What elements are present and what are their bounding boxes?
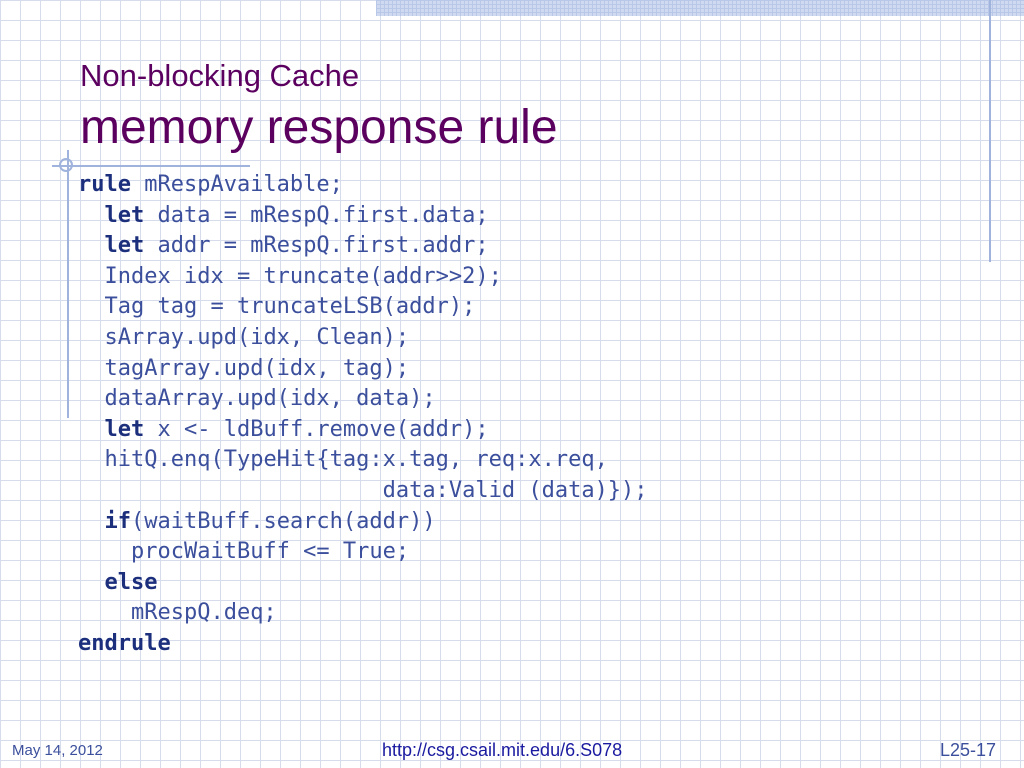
code-keyword: let xyxy=(104,202,145,228)
decorative-vertical-line-right xyxy=(989,0,991,262)
code-line: Index idx = truncate(addr>>2); xyxy=(104,263,502,289)
code-line: let x <- ldBuff.remove(addr); xyxy=(104,416,489,442)
code-line: if(waitBuff.search(addr)) xyxy=(104,508,436,534)
decorative-horizontal-line xyxy=(52,165,250,167)
code-line: let addr = mRespQ.first.addr; xyxy=(104,233,489,259)
code-line: let data = mRespQ.first.data; xyxy=(104,202,489,228)
slide-subtitle: Non-blocking Cache xyxy=(80,58,360,93)
code-line: data:Valid (data)}); xyxy=(382,477,648,503)
decorative-vertical-line-left xyxy=(67,150,69,418)
header-pattern-band xyxy=(376,0,1024,16)
code-line: else xyxy=(78,568,1008,599)
code-line: endrule xyxy=(78,629,1008,660)
code-keyword: let xyxy=(104,233,145,259)
code-line: mRespQ.deq; xyxy=(130,600,277,626)
footer-page-number: L25-17 xyxy=(940,740,997,760)
code-block: rule mRespAvailable; let data = mRespQ.f… xyxy=(78,170,1008,660)
code-line: rule mRespAvailable; xyxy=(78,172,343,197)
code-line: tagArray.upd(idx, tag); xyxy=(104,355,410,381)
code-line: Tag tag = truncateLSB(addr); xyxy=(104,294,476,320)
decorative-circle-icon xyxy=(59,158,73,172)
footer-date: May 14, 2012 xyxy=(12,742,103,759)
code-line: hitQ.enq(TypeHit{tag:x.tag, req:x.req, xyxy=(104,447,608,473)
code-keyword: rule xyxy=(78,172,131,197)
slide-title: memory response rule xyxy=(80,101,558,154)
code-line: dataArray.upd(idx, data); xyxy=(104,386,436,412)
code-line: sArray.upd(idx, Clean); xyxy=(104,324,410,350)
code-keyword: if xyxy=(104,508,132,534)
code-keyword: else xyxy=(104,569,158,595)
code-line: procWaitBuff <= True; xyxy=(130,539,410,565)
code-keyword: let xyxy=(104,416,145,442)
footer-url-link[interactable]: http://csg.csail.mit.edu/6.S078 xyxy=(382,740,623,760)
code-keyword: endrule xyxy=(78,630,171,656)
